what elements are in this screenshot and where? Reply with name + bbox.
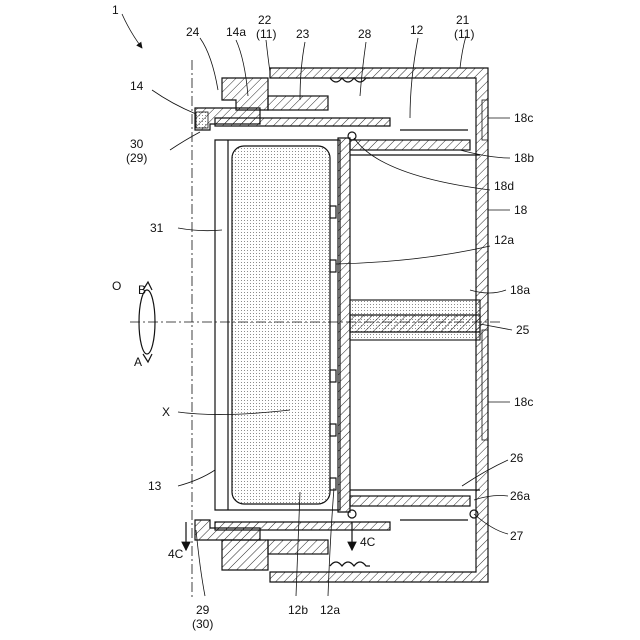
label-ref-1: 1 xyxy=(112,3,119,17)
label-18b: 18b xyxy=(514,151,534,165)
label-31: 31 xyxy=(150,221,164,235)
label-18c-mid: 18c xyxy=(514,395,533,409)
label-30-paren: (29) xyxy=(126,151,147,165)
label-12b: 12b xyxy=(288,603,308,617)
label-18a: 18a xyxy=(510,283,530,297)
label-28: 28 xyxy=(358,27,372,41)
label-18d: 18d xyxy=(494,179,514,193)
label-14: 14 xyxy=(130,79,144,93)
label-14a: 14a xyxy=(226,25,246,39)
label-18c-top: 18c xyxy=(514,111,533,125)
label-12: 12 xyxy=(410,23,424,37)
shaft-25 xyxy=(350,315,480,332)
label-22: 22 xyxy=(258,13,272,27)
label-30: 30 xyxy=(130,137,144,151)
label-12a-bottom: 12a xyxy=(320,603,340,617)
stud-12a-1 xyxy=(330,206,336,218)
label-21: 21 xyxy=(456,13,470,27)
label-12a-top: 12a xyxy=(494,233,514,247)
label-13: 13 xyxy=(148,479,162,493)
label-22-paren: (11) xyxy=(256,27,276,41)
label-21-paren: (11) xyxy=(454,27,474,41)
label-25: 25 xyxy=(516,323,530,337)
label-24: 24 xyxy=(186,25,200,39)
label-18: 18 xyxy=(514,203,528,217)
label-26: 26 xyxy=(510,451,524,465)
label-23: 23 xyxy=(296,27,310,41)
label-axis-o: O xyxy=(112,279,121,293)
label-29: 29 xyxy=(196,603,210,617)
label-arrow-b: B xyxy=(138,283,146,297)
label-arrow-a: A xyxy=(134,355,142,369)
label-section-4c-right: 4C xyxy=(360,535,376,549)
label-section-4c-left: 4C xyxy=(168,547,184,561)
content-x xyxy=(232,146,330,504)
plate-12-top xyxy=(215,118,390,126)
ring-23 xyxy=(268,96,328,110)
plate-12-bottom xyxy=(215,522,390,530)
label-x: X xyxy=(162,405,170,419)
label-29-paren: (30) xyxy=(192,617,213,631)
label-26a: 26a xyxy=(510,489,530,503)
label-27: 27 xyxy=(510,529,524,543)
